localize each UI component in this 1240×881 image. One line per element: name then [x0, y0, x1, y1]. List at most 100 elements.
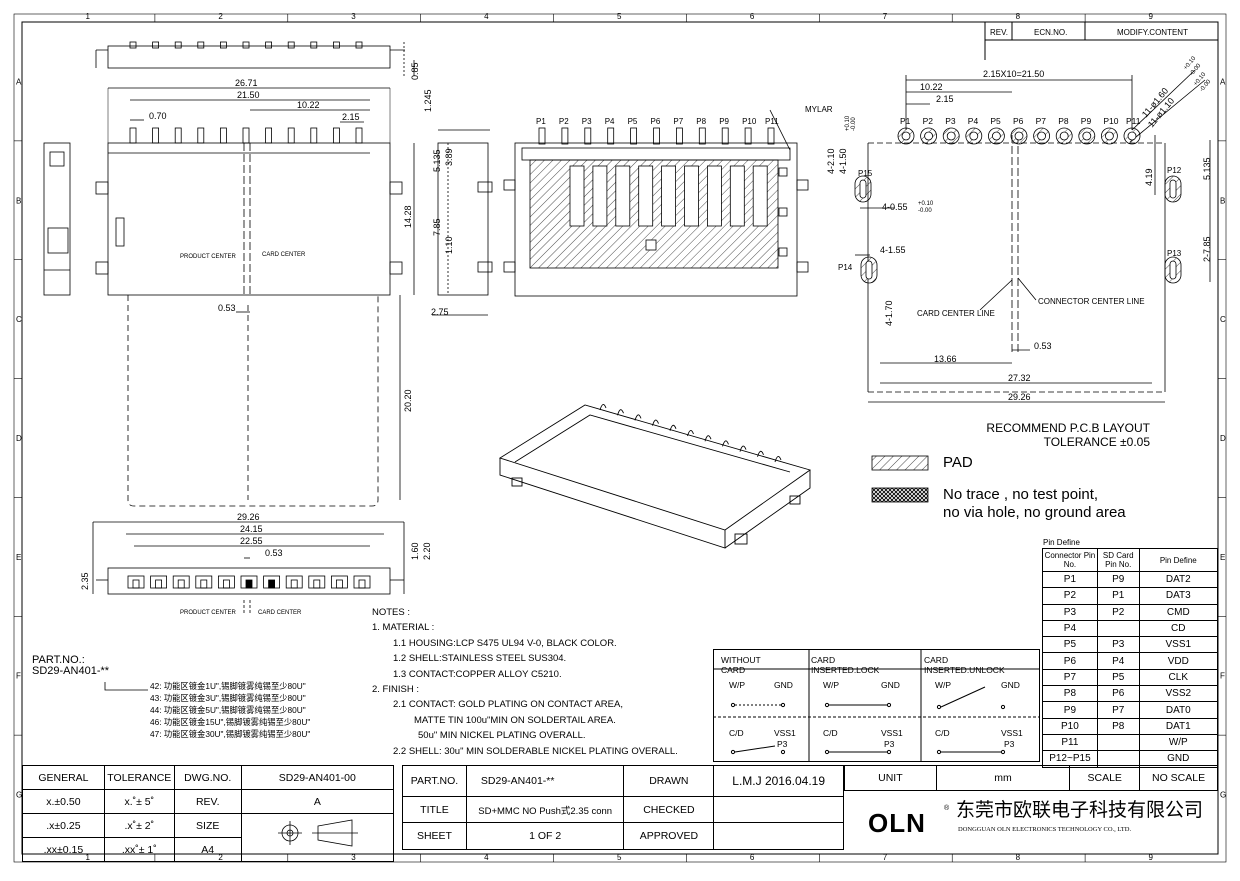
p3-label: P3	[1004, 739, 1015, 749]
contact-tab	[242, 41, 250, 49]
pin-label: P10	[742, 117, 757, 126]
pin-lead	[607, 127, 615, 145]
title-label: TITLE	[402, 796, 467, 823]
bottom-pin-pocket	[195, 575, 213, 589]
connector-pin-cell: P11	[1042, 733, 1098, 752]
contact-lead	[265, 127, 273, 144]
dim-0-70: 0.70	[149, 111, 167, 121]
pcb-hole	[1127, 131, 1137, 141]
dim-1-245: 1.245	[423, 89, 433, 112]
pin-function-cell: DAT2	[1138, 570, 1219, 589]
zone-row-label: D	[1220, 434, 1226, 443]
bottom-pin	[358, 579, 366, 589]
zone-row-label: E	[16, 553, 21, 562]
rev-header: REV.	[990, 28, 1008, 37]
pin-define-table: Connector Pin No. SD Card Pin No. Pin De…	[1042, 548, 1219, 768]
tol-linear: x.±0.50	[22, 789, 105, 814]
sd-pin-cell: P7	[1096, 701, 1140, 719]
contact-lead	[174, 127, 182, 144]
pin-function-cell: W/P	[1138, 733, 1219, 752]
contact-tab	[332, 41, 340, 49]
wp-label: W/P	[823, 680, 840, 690]
drawn-value: L.M.J 2016.04.19	[713, 765, 844, 797]
zone-row-label: A	[16, 77, 22, 86]
tolerance-label: TOLERANCE	[103, 765, 175, 790]
pcb-hole	[969, 131, 979, 141]
sd-pin-cell: P2	[1096, 603, 1140, 621]
pin-label: P9	[719, 117, 729, 126]
side-square	[778, 207, 788, 217]
pcb-pin-p15: P15	[858, 169, 873, 178]
pin-function-cell: VDD	[1138, 652, 1219, 670]
gnd-label: GND	[774, 680, 793, 690]
sd-pin-cell	[1096, 733, 1140, 752]
part-no-cell-value: SD29-AN401-**	[465, 765, 625, 797]
tol-angular: x.˚± 5˚	[103, 789, 175, 814]
contact-tab	[310, 41, 318, 49]
legend: PAD No trace , no test point, no via hol…	[943, 454, 1126, 524]
pad-swatch	[871, 455, 929, 471]
bottom-pin-pocket	[150, 575, 168, 589]
contact-spring	[707, 165, 722, 227]
bottom-pin-pocket	[217, 575, 235, 589]
p3-label: P3	[884, 739, 895, 749]
bottom-pin	[245, 579, 253, 589]
header-sd-card-pin: SD Card Pin No.	[1096, 548, 1140, 572]
sheet-label: SHEET	[402, 822, 467, 850]
connector-pin-cell: P4	[1042, 619, 1098, 638]
zone-row-label: A	[1220, 77, 1226, 86]
pin-lead	[721, 127, 729, 145]
wp-label: W/P	[729, 680, 746, 690]
recommend-tolerance: TOLERANCE ±0.05	[1043, 434, 1150, 449]
pcb-tol-b-3: -0.00	[851, 117, 857, 131]
contact-lead	[152, 127, 160, 144]
pcb-pin-label: P7	[1036, 116, 1047, 126]
pcb-pin-label: P11	[1126, 116, 1141, 126]
unit-label: UNIT	[844, 765, 937, 791]
zone-col-label: 3	[351, 12, 356, 21]
pcb-pin-p13: P13	[1167, 249, 1182, 258]
dim-0-85: 0.85	[410, 62, 420, 80]
pin-lead	[767, 127, 775, 145]
pcb-pin-p12: P12	[1167, 166, 1182, 175]
dwg-no-label: DWG.NO.	[173, 765, 242, 790]
tol-angular: .x˚± 2˚	[103, 813, 175, 838]
pcb-dims: 2.15X10=21.50 10.22 2.15 11-ø1.60 +0.10 …	[826, 55, 1213, 402]
pin-define-title: Pin Define	[1043, 538, 1080, 547]
iso-pin	[652, 419, 659, 426]
company-logo: OLN	[868, 808, 926, 838]
connector-pin-cell: P10	[1042, 717, 1098, 735]
pin-lead	[698, 127, 706, 145]
contact-tab	[152, 41, 160, 49]
pcb-hole	[1059, 131, 1069, 141]
approved-label: APPROVED	[623, 822, 715, 850]
tol-angular: .xx˚± 1˚	[103, 837, 175, 862]
dim-2-15: 2.15	[342, 112, 360, 122]
title-block-right: UNIT mm SCALE NO SCALE	[844, 765, 1218, 853]
pcb-pin-label: P2	[923, 116, 934, 126]
connector-pin-cell: P9	[1042, 701, 1098, 719]
pin-define-row: P11 W/P	[1042, 733, 1219, 752]
top-view-pins	[129, 41, 363, 144]
switch-header-lock: CARD INSERTED:LOCK	[811, 655, 880, 675]
contact-spring	[752, 165, 768, 227]
side-view-dims: 5.135 3.89 7.85 1.10 2.75	[431, 148, 454, 317]
card-center-label: CARD CENTER	[262, 252, 306, 258]
zone-col-label: 1	[85, 12, 90, 21]
pcb-side-pads	[854, 175, 1182, 284]
dim-22-55: 22.55	[240, 536, 263, 546]
zone-row-label: G	[1220, 791, 1226, 800]
zone-row-label: D	[16, 434, 22, 443]
variant-item: 47: 功能区镀金30U",锡脚镀雾纯锡至少80U"	[150, 729, 311, 739]
pcb-dim-pitch: 2.15X10=21.50	[983, 69, 1044, 79]
pcb-pin-p14: P14	[838, 263, 853, 272]
side-square	[778, 167, 788, 177]
side-square	[778, 247, 788, 257]
bottom-pin-pocket	[127, 575, 145, 589]
iso-pin	[704, 435, 712, 442]
contact-spring	[569, 165, 585, 227]
